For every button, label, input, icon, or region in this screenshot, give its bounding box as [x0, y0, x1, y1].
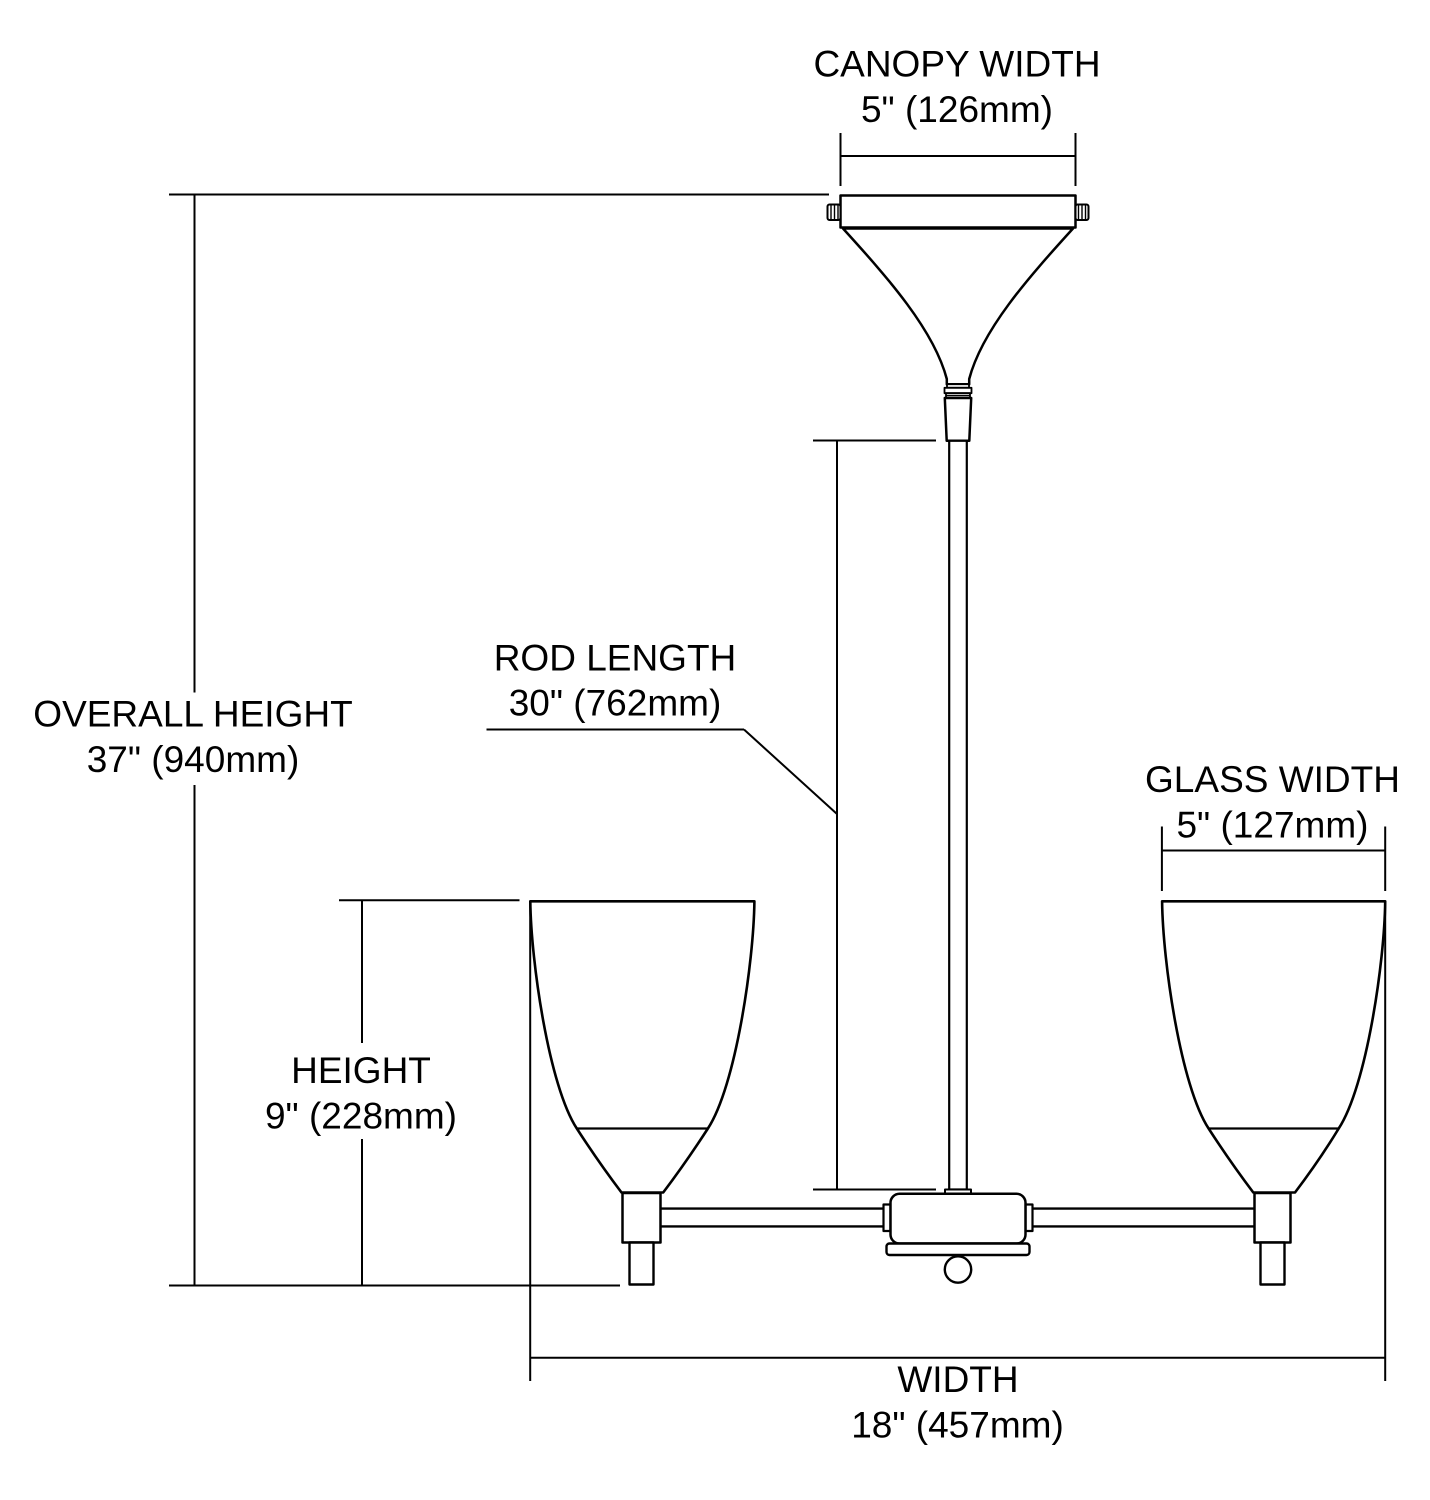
chandelier-drawing: [529, 194, 1387, 1286]
socket-left: [621, 1191, 662, 1286]
canopy-screw-left: [826, 203, 842, 221]
canopy-screw-right: [1074, 203, 1090, 221]
overall-height-dimension: [169, 193, 829, 1287]
rod-length-dimension: [486, 439, 936, 1191]
arm-right: [1032, 1207, 1255, 1228]
dimension-labels: CANOPY WIDTH 5" (126mm) OVERALL HEIGHT 3…: [33, 44, 1400, 1446]
rod-length-value: 30" (762mm): [509, 683, 722, 724]
socket-cup-right: [1253, 1191, 1292, 1244]
width-dimension: [529, 901, 1387, 1381]
socket-stem-left: [628, 1241, 655, 1286]
down-rod: [948, 439, 968, 1191]
width-value: 18" (457mm): [851, 1404, 1064, 1445]
canopy-width-value: 5" (126mm): [861, 89, 1053, 130]
canopy-width-dimension: [839, 133, 1077, 186]
width-label: WIDTH: [897, 1359, 1018, 1400]
glass-width-label: GLASS WIDTH: [1145, 759, 1400, 800]
overall-height-value: 37" (940mm): [87, 739, 300, 780]
overall-height-label: OVERALL HEIGHT: [33, 694, 352, 735]
glass-shade-right: [1160, 900, 1387, 1194]
glass-width-value: 5" (127mm): [1176, 804, 1368, 845]
canopy-width-label: CANOPY WIDTH: [813, 44, 1100, 85]
glass-width-dimension: [1160, 826, 1387, 891]
rod-length-leader-line: [743, 728, 838, 815]
height-value: 9" (228mm): [265, 1095, 457, 1136]
hub-bottom-plate: [885, 1242, 1031, 1257]
hang-straight-rings: [943, 383, 973, 399]
canopy-funnel: [841, 227, 1075, 386]
height-label: HEIGHT: [291, 1050, 431, 1091]
canopy-plate: [839, 194, 1077, 229]
socket-stem-right: [1259, 1241, 1286, 1286]
height-dimension: [339, 899, 520, 1286]
glass-shade-left: [529, 900, 756, 1194]
arm-left: [660, 1207, 884, 1228]
glass-left-outline: [529, 900, 756, 1194]
swivel-connector: [943, 396, 973, 443]
hub-body: [889, 1192, 1027, 1245]
socket-right: [1253, 1191, 1292, 1286]
glass-right-outline: [1160, 900, 1387, 1194]
socket-cup-left: [621, 1191, 662, 1244]
rod-length-label: ROD LENGTH: [494, 637, 737, 678]
ball-finial: [943, 1255, 973, 1284]
